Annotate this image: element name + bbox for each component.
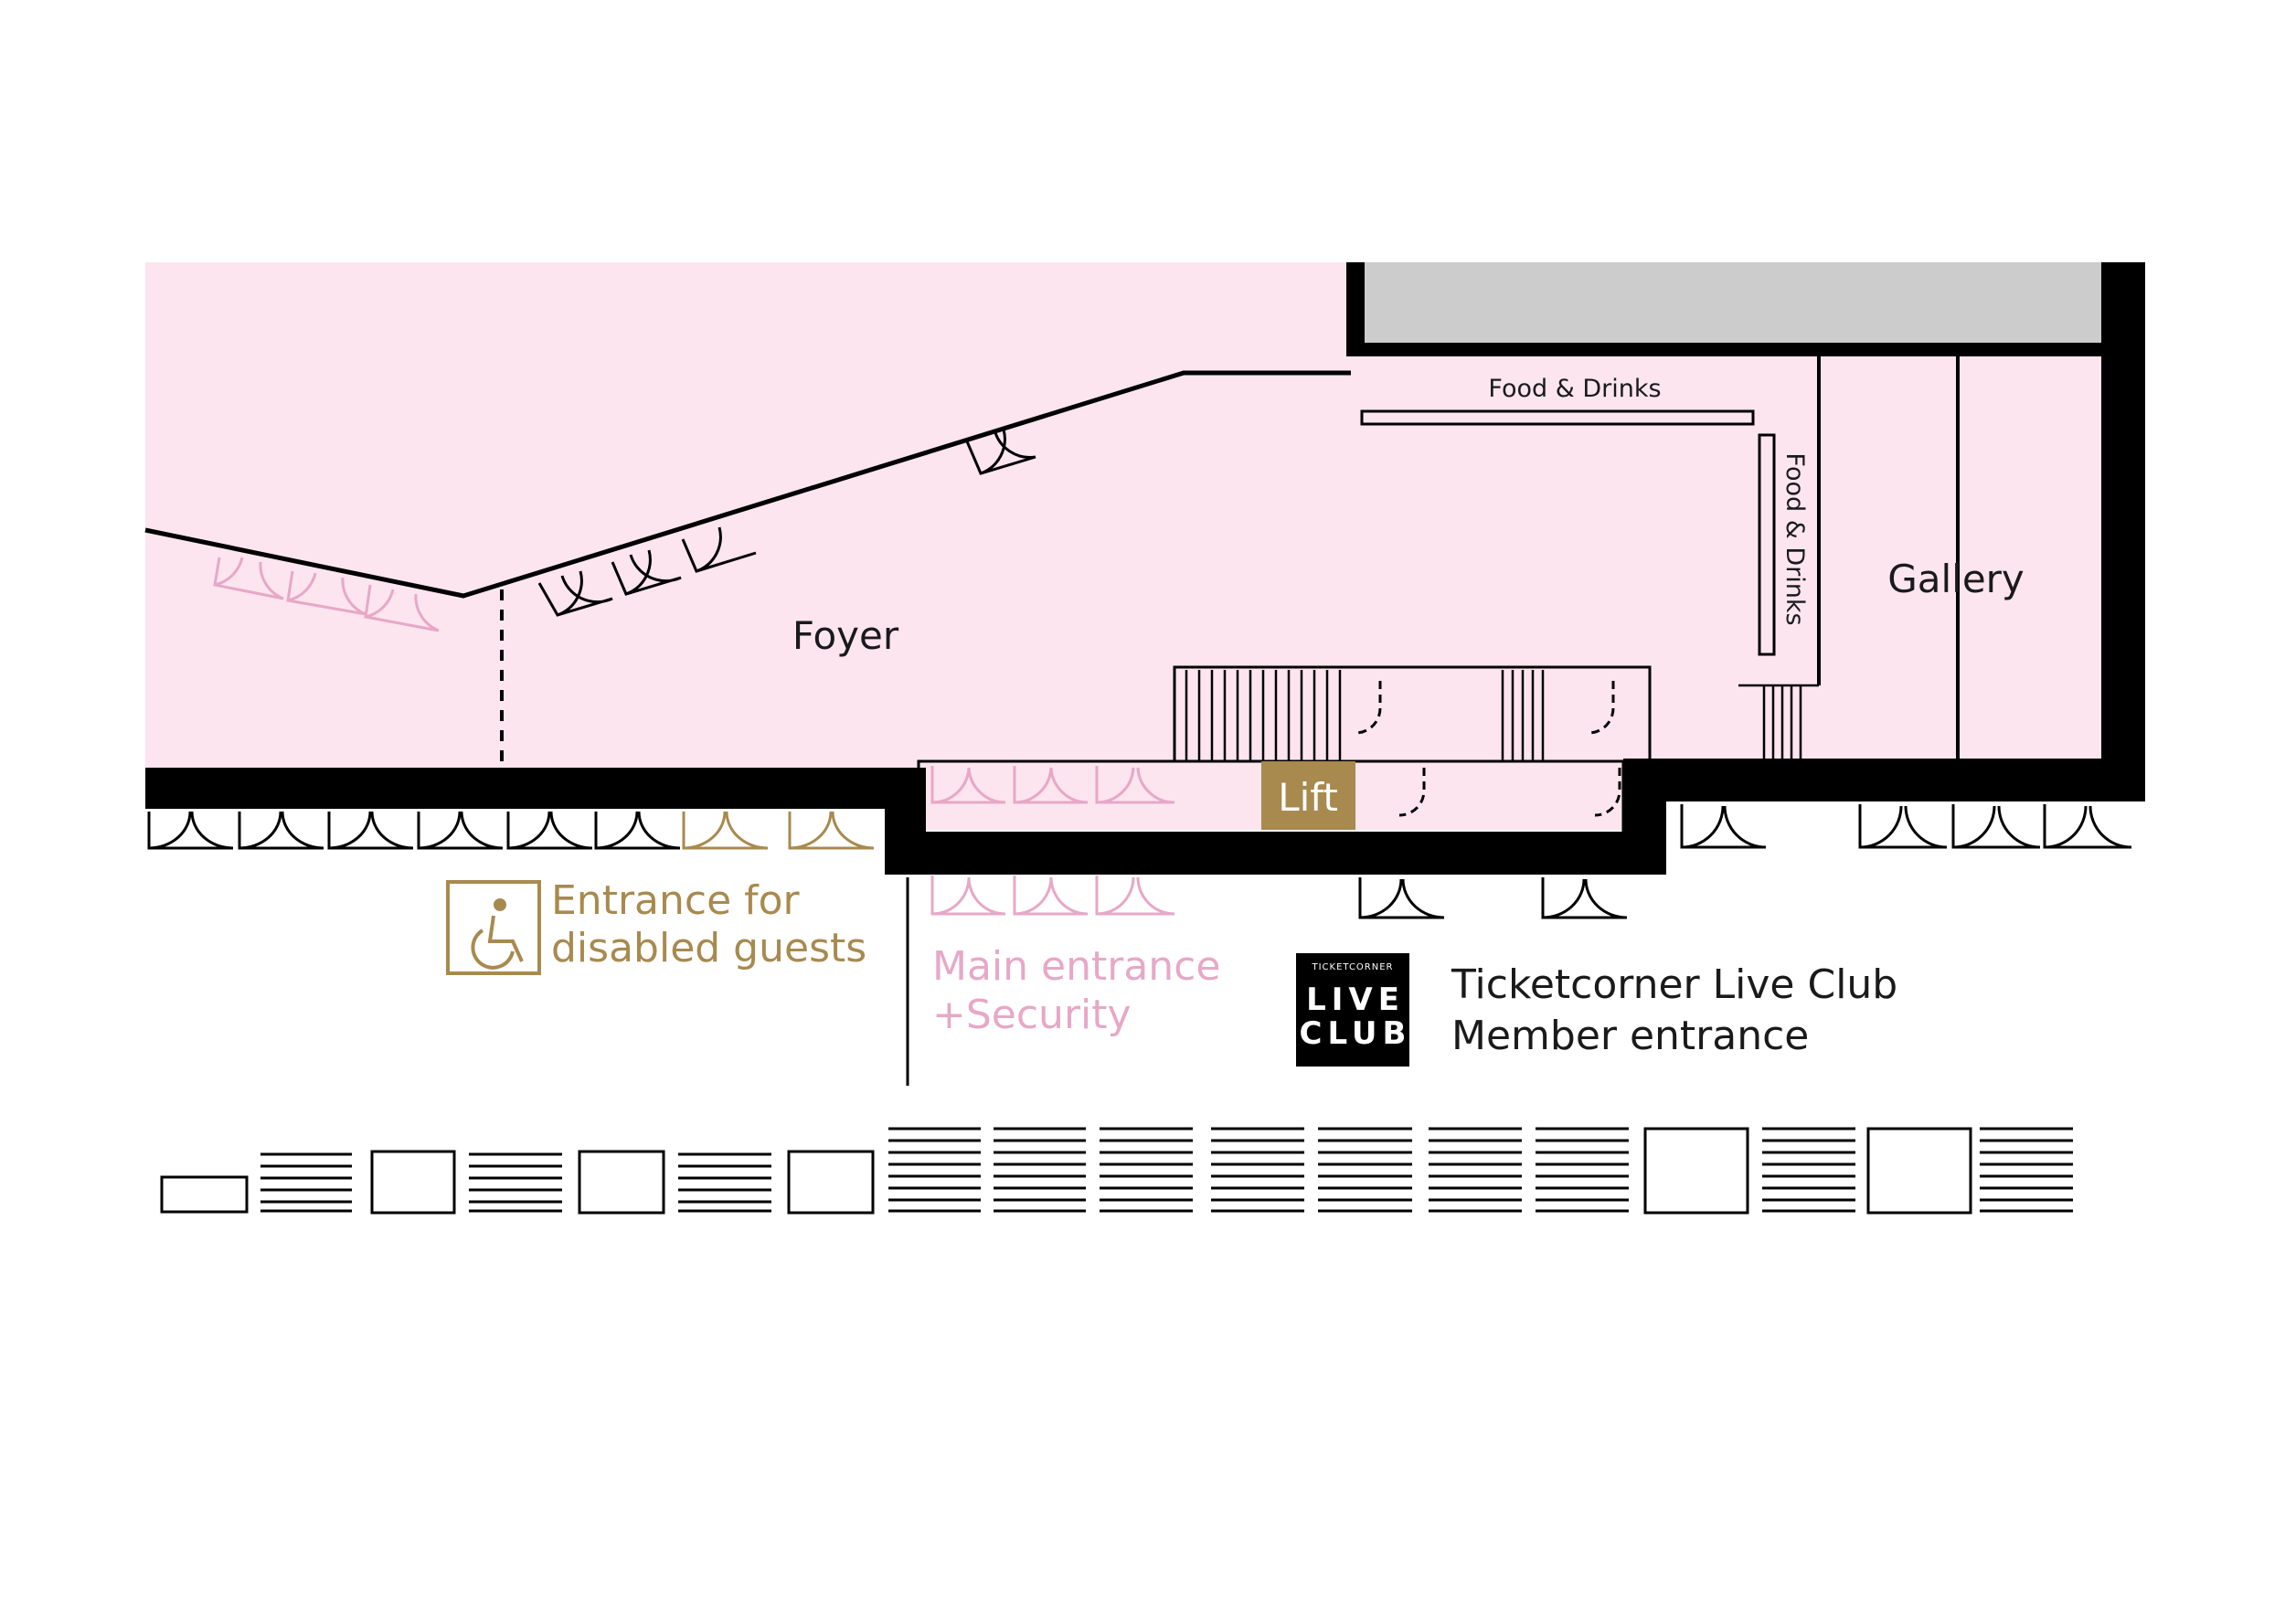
grey-block [1355,262,2101,343]
blind-9 [1429,1127,1522,1213]
food-drinks-label-horizontal: Food & Drinks [1488,375,1661,403]
food-drinks-label-vertical: Food & Drinks [1780,452,1809,625]
stair-treads-left [1185,670,1342,761]
blind-5 [994,1127,1086,1213]
wheelchair-icon [446,880,541,975]
main-entrance-label-1: Main entrance [932,943,1220,990]
foyer-doors-pink [213,557,440,632]
member-entrance-doors [1358,877,1628,919]
blind-10 [1536,1127,1629,1213]
disabled-entrance-label-1: Entrance for [551,877,801,924]
blind-1 [260,1152,352,1213]
blind-12 [1980,1127,2073,1213]
disabled-entrance-doors [682,811,875,850]
lift-label: Lift [1278,775,1338,820]
wheelchair-glyph [471,898,524,970]
member-entrance-label-1: Ticketcorner Live Club [1451,961,1897,1008]
main-entrance-doors [930,876,1175,916]
blind-3 [678,1152,771,1213]
lift: Lift [1261,761,1355,830]
logo-small-text: TICKETCORNER [1312,962,1394,972]
disabled-entrance-legend: Entrance for disabled guests [446,877,866,975]
foyer-boundary [144,370,1351,599]
ticketcorner-live-club-logo: TICKETCORNER LIVE CLUB [1296,953,1412,1067]
blind-6 [1100,1127,1193,1213]
main-entrance-legend: Main entrance +Security [932,943,1220,1038]
gallery-label: Gallery [1887,557,2025,601]
foyer-label: Foyer [792,613,899,658]
stair-treads-middle [1501,670,1545,761]
stairs-block [1173,665,1819,763]
foyer-doors-black [537,429,1036,617]
member-entrance-label-2: Member entrance [1451,1013,1809,1059]
blind-8 [1318,1127,1412,1213]
blind-7 [1211,1127,1304,1213]
gallery-walls [1817,343,1960,761]
main-entrance-label-2: +Security [932,992,1132,1038]
stair-treads-right [1738,684,1819,761]
food-drinks-counter-vertical [1758,433,1776,656]
gallery-outside-doors [1680,804,2132,849]
food-drinks-counter-horizontal [1360,409,1755,426]
member-entrance-legend: Ticketcorner Live Club Member entrance [1451,961,1897,1059]
bottom-window-row [160,1127,2073,1215]
walls [145,262,2145,875]
corridor-doors-pink [930,766,1175,804]
outside-doors-left [147,811,681,850]
blind-2 [469,1152,562,1213]
blind-4 [888,1127,981,1213]
logo-line-1: LIVE [1306,982,1405,1018]
blind-11 [1762,1127,1855,1213]
logo-line-2: CLUB [1300,1015,1412,1052]
disabled-entrance-label-2: disabled guests [551,925,866,971]
inner-doors [1355,681,1621,817]
